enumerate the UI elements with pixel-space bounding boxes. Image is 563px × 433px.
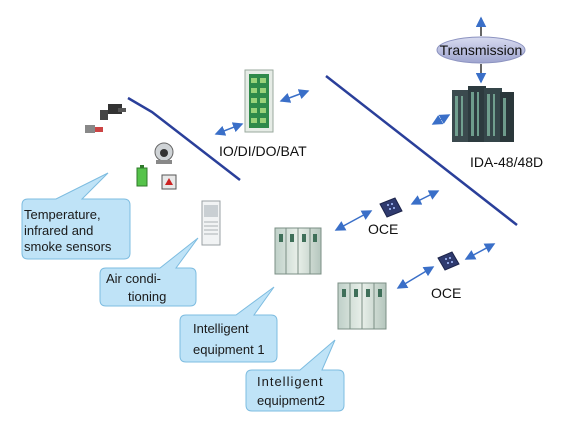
callout-air-line-1: Air condi-: [106, 271, 161, 286]
callout-sensors-line-3: smoke sensors: [24, 239, 112, 254]
io-label: IO/DI/DO/BAT: [219, 143, 307, 159]
bus-line-left: [127, 96, 241, 181]
equipment-2-cabinet-icon: [337, 282, 387, 330]
alarm-icon: [161, 174, 177, 190]
transmission-label: Transmission: [440, 42, 523, 58]
callout-eq1-line-1: Intelligent: [193, 321, 249, 336]
bus-lines: [127, 75, 518, 226]
io-cabinet-icon: [244, 69, 274, 133]
equipment-1-arrow: [334, 210, 373, 231]
callout-sensors-line-1: Temperature,: [24, 207, 101, 222]
air-conditioner-icon: [201, 200, 221, 246]
oce-top-icon: [379, 197, 403, 218]
callout-air-line-2: tioning: [128, 289, 166, 304]
callout-eq2-line-2: equipment2: [257, 393, 325, 408]
ida-cabinets-icon: [452, 86, 514, 142]
callout-equipment-1: Intelligent equipment 1: [179, 286, 278, 363]
valve-icon: [100, 104, 126, 120]
callout-eq2-line-1: Intelligent: [257, 374, 324, 389]
ida-label: IDA-48/48D: [470, 154, 543, 170]
oce-bottom-icon: [437, 251, 460, 271]
equipment-1-cabinet-icon: [274, 227, 322, 275]
oce-top-label: OCE: [368, 221, 398, 237]
oce-bottom-arrow: [464, 243, 496, 260]
callout-air-conditioning: Air condi- tioning: [99, 237, 199, 307]
oce-top-arrow: [410, 190, 440, 205]
callout-equipment-2: Intelligent equipment2: [245, 339, 345, 412]
callout-eq1-line-2: equipment 1: [193, 342, 265, 357]
camera-icon: [154, 142, 174, 164]
bus-line-right: [325, 75, 518, 226]
io-arrow-left: [214, 122, 244, 136]
ida-arrow: [431, 114, 451, 125]
io-arrow-right: [279, 89, 310, 103]
equipment-2-arrow: [396, 266, 435, 289]
plug-icon: [85, 125, 103, 133]
transmission-node: Transmission: [436, 16, 526, 84]
callout-sensors-line-2: infrared and: [24, 223, 93, 238]
oce-bottom-label: OCE: [431, 285, 461, 301]
transmission-oval: [436, 36, 526, 64]
battery-icon: [136, 165, 148, 187]
callout-sensors: Temperature, infrared and smoke sensors: [21, 172, 131, 260]
